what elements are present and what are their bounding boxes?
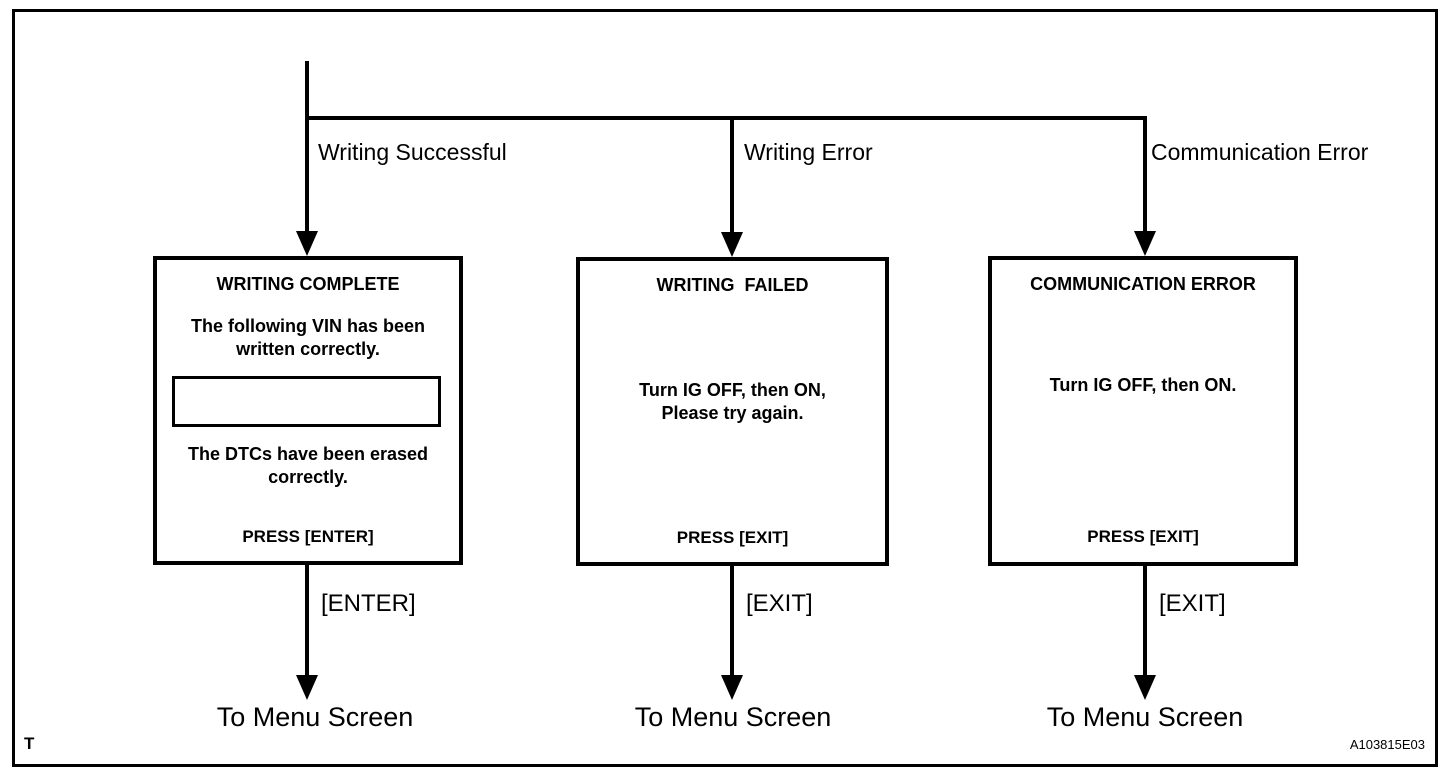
page-corner-mark: T [24, 734, 35, 753]
screen-message: Turn IG OFF, then ON. [1049, 375, 1237, 395]
condition-label-communication-error: Communication Error [1151, 139, 1369, 165]
press-exit-label: PRESS [EXIT] [1087, 527, 1199, 546]
condition-label-writing-error: Writing Error [744, 139, 873, 165]
condition-label-writing-successful: Writing Successful [318, 139, 507, 165]
screen-message: Turn IG OFF, then ON, Please try again. [639, 380, 826, 424]
screen-box-writing-failed: WRITING FAILED Turn IG OFF, then ON, Ple… [576, 257, 889, 566]
arrowhead-into-communication-error [1134, 231, 1156, 256]
arrowhead-to-menu-3 [1134, 675, 1156, 700]
arrowhead-to-menu-2 [721, 675, 743, 700]
vin-display-field [172, 376, 441, 427]
press-enter-label: PRESS [ENTER] [242, 527, 374, 546]
destination-label-menu-1: To Menu Screen [216, 702, 414, 732]
destination-label-menu-3: To Menu Screen [1046, 702, 1244, 732]
key-label-enter: [ENTER] [321, 590, 416, 617]
key-label-exit-3: [EXIT] [1159, 590, 1226, 617]
screen-title: COMMUNICATION ERROR [1030, 274, 1256, 294]
page-border [12, 9, 1438, 767]
arrowhead-to-menu-1 [296, 675, 318, 700]
screen-message-top: The following VIN has been written corre… [190, 316, 426, 360]
key-label-exit-2: [EXIT] [746, 590, 813, 617]
destination-label-menu-2: To Menu Screen [634, 702, 832, 732]
screen-box-writing-complete: WRITING COMPLETE The following VIN has b… [153, 256, 463, 565]
screen-box-communication-error: COMMUNICATION ERROR Turn IG OFF, then ON… [988, 256, 1298, 566]
press-exit-label: PRESS [EXIT] [676, 528, 789, 547]
arrowhead-into-writing-failed [721, 232, 743, 257]
screen-title: WRITING FAILED [656, 275, 809, 295]
screen-message-bottom: The DTCs have been erased correctly. [187, 444, 429, 488]
arrowhead-into-writing-complete [296, 231, 318, 256]
screen-title: WRITING COMPLETE [216, 274, 400, 294]
figure-id-code: A103815E03 [1349, 737, 1425, 752]
